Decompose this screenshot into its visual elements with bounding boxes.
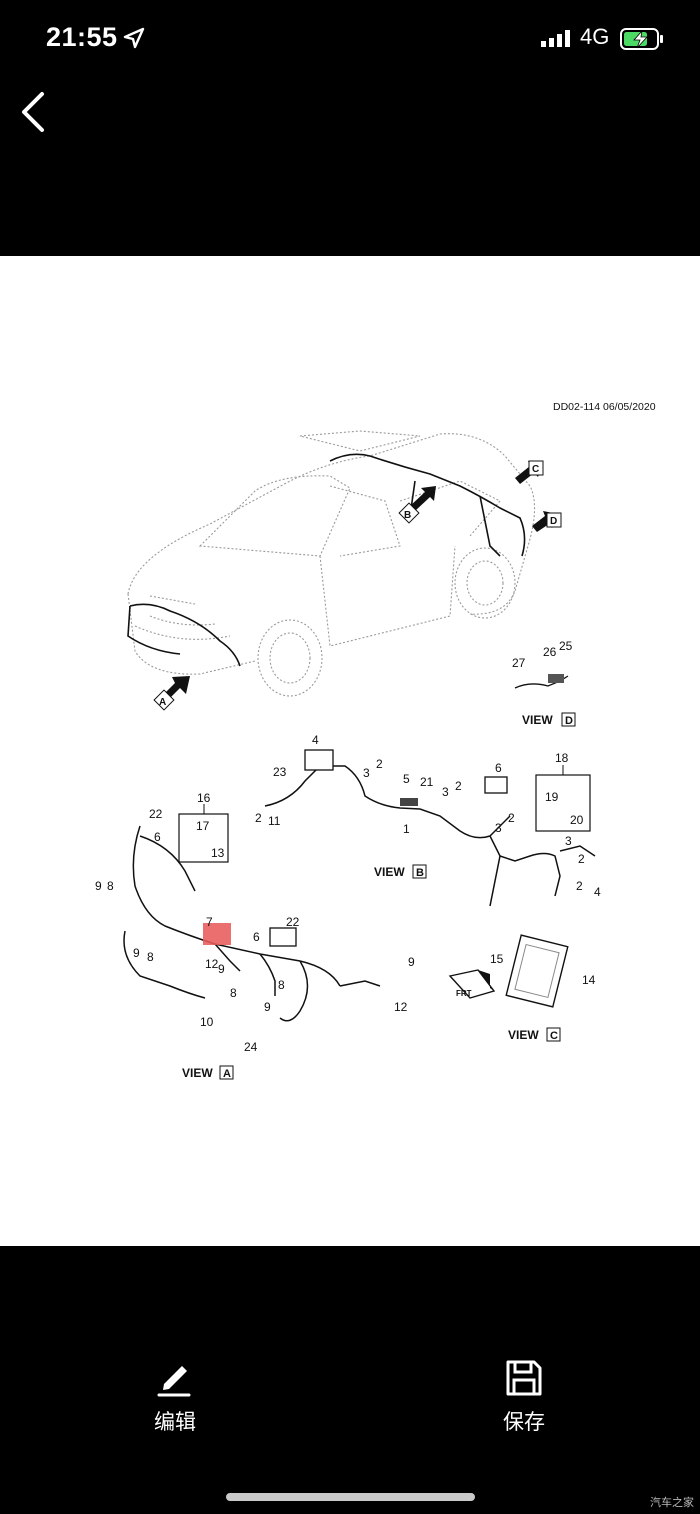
svg-text:12: 12 (205, 957, 219, 971)
bottom-toolbar: 编辑 保存 汽车之家 (0, 1246, 700, 1514)
svg-text:18: 18 (555, 751, 569, 765)
svg-text:6: 6 (154, 830, 161, 844)
svg-text:2: 2 (455, 779, 462, 793)
svg-text:2: 2 (508, 811, 515, 825)
view-a-arrow: A (153, 676, 190, 711)
svg-text:19: 19 (545, 790, 559, 804)
view-c-arrow: C (515, 460, 544, 484)
svg-text:7: 7 (206, 915, 213, 929)
svg-text:5: 5 (403, 772, 410, 786)
view-c-letter: C (550, 1030, 558, 1042)
svg-text:27: 27 (512, 656, 526, 670)
network-type: 4G (580, 24, 610, 49)
svg-text:8: 8 (278, 978, 285, 992)
back-button[interactable] (14, 90, 54, 134)
svg-text:4: 4 (312, 733, 319, 747)
svg-text:3: 3 (363, 766, 370, 780)
view-a-letter: A (223, 1068, 231, 1080)
view-a-callouts: 22 6 16 17 13 9 8 7 6 22 9 8 12 9 8 8 9 … (95, 791, 415, 1054)
chevron-left-icon (22, 92, 44, 132)
edit-button[interactable]: 编辑 (115, 1358, 235, 1436)
svg-text:8: 8 (230, 986, 237, 1000)
view-b-arrow-letter: B (404, 510, 411, 521)
watermark: 汽车之家 (650, 1496, 694, 1509)
floppy-disk-icon (506, 1360, 542, 1396)
svg-text:3: 3 (495, 821, 502, 835)
view-b-module-4 (304, 749, 334, 771)
view-b-harness (264, 765, 596, 907)
svg-text:25: 25 (559, 639, 573, 653)
view-d-arrow-letter: D (550, 516, 557, 527)
home-indicator[interactable] (226, 1493, 475, 1501)
svg-text:11: 11 (268, 814, 281, 828)
svg-text:15: 15 (490, 952, 504, 966)
pencil-icon (157, 1366, 191, 1397)
view-a-arrow-letter: A (159, 697, 166, 708)
highlight-marker (203, 923, 231, 945)
svg-text:17: 17 (196, 819, 210, 833)
location-arrow-icon (123, 27, 145, 49)
svg-text:9: 9 (95, 879, 102, 893)
vehicle-harness (127, 453, 526, 667)
view-a-label: VIEW (182, 1066, 213, 1080)
svg-text:6: 6 (253, 930, 260, 944)
save-button[interactable]: 保存 (464, 1358, 584, 1436)
svg-text:2: 2 (578, 852, 585, 866)
svg-text:26: 26 (543, 645, 557, 659)
view-a-harness (123, 825, 381, 1022)
svg-text:23: 23 (273, 765, 287, 779)
view-d-label: VIEW (522, 713, 553, 727)
svg-text:22: 22 (286, 915, 300, 929)
svg-text:21: 21 (420, 775, 434, 789)
svg-text:3: 3 (565, 834, 572, 848)
svg-text:10: 10 (200, 1015, 214, 1029)
svg-text:16: 16 (197, 791, 211, 805)
svg-text:24: 24 (244, 1040, 258, 1054)
battery-charging-icon (620, 28, 663, 50)
svg-text:2: 2 (255, 811, 262, 825)
svg-text:9: 9 (218, 962, 225, 976)
svg-text:8: 8 (107, 879, 114, 893)
view-d-letter: D (565, 715, 573, 727)
svg-text:13: 13 (211, 846, 225, 860)
edit-label: 编辑 (154, 1410, 196, 1434)
svg-text:14: 14 (582, 973, 596, 987)
svg-text:9: 9 (264, 1000, 271, 1014)
vehicle-illustration (127, 430, 536, 697)
status-time: 21:55 (46, 22, 118, 52)
svg-text:22: 22 (149, 807, 163, 821)
view-b-callouts: 4 23 3 2 2 11 5 21 3 2 1 6 3 2 18 19 20 … (255, 733, 601, 899)
view-b-module-6 (484, 776, 508, 794)
save-label: 保存 (503, 1410, 545, 1434)
svg-text:20: 20 (570, 813, 584, 827)
svg-text:1: 1 (403, 822, 410, 836)
svg-text:12: 12 (394, 1000, 408, 1014)
view-d-arrow: D (532, 511, 562, 532)
status-bar: 21:55 4G (0, 0, 700, 80)
view-b-label: VIEW (374, 865, 405, 879)
view-b-arrow: B (398, 486, 436, 524)
svg-text:9: 9 (133, 946, 140, 960)
svg-text:2: 2 (576, 879, 583, 893)
document-code: DD02-114 06/05/2020 (553, 401, 656, 413)
view-c-label: VIEW (508, 1028, 539, 1042)
view-c-arrow-letter: C (532, 464, 539, 475)
signal-bars-icon (541, 30, 570, 47)
view-c-detail: FRT 15 14 VIEW C (448, 934, 596, 1042)
view-d-detail: 27 26 25 VIEW D (512, 639, 576, 727)
svg-text:3: 3 (442, 785, 449, 799)
image-viewer[interactable]: DD02-114 06/05/2020 (0, 256, 700, 1246)
wiring-harness-diagram: DD02-114 06/05/2020 (95, 401, 656, 1080)
svg-text:4: 4 (594, 885, 601, 899)
svg-text:6: 6 (495, 761, 502, 775)
svg-text:FRT: FRT (456, 989, 472, 998)
view-b-letter: B (416, 867, 424, 879)
svg-text:2: 2 (376, 757, 383, 771)
view-a-module-6 (269, 927, 297, 947)
svg-text:8: 8 (147, 950, 154, 964)
svg-text:9: 9 (408, 955, 415, 969)
view-b-module-5 (400, 798, 418, 806)
